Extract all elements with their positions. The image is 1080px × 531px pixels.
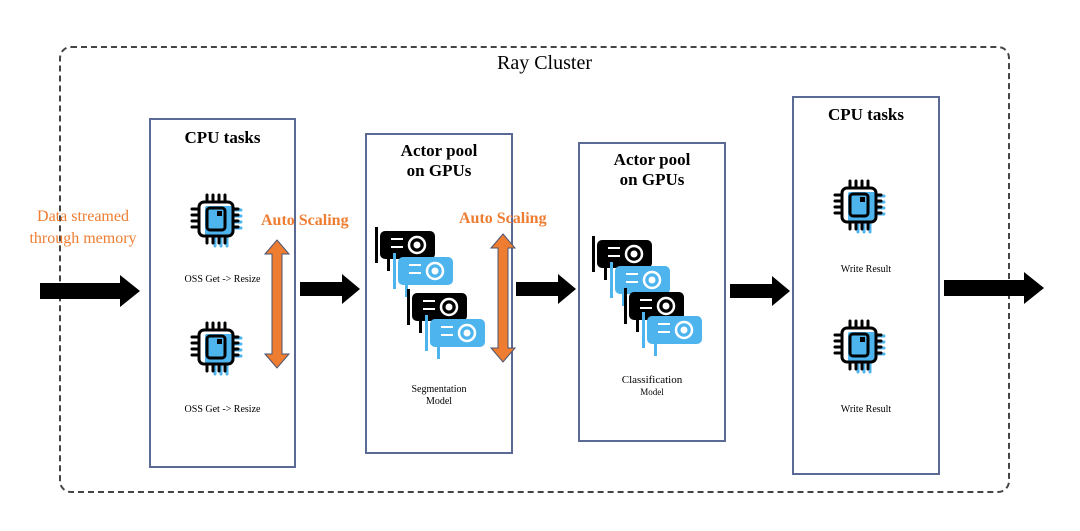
stage-title: Actor pool on GPUs bbox=[580, 150, 724, 190]
cpu-chip-icon bbox=[190, 193, 243, 248]
stage-title: CPU tasks bbox=[827, 105, 905, 124]
flow-arrow-1 bbox=[300, 274, 360, 304]
input-note-line1: Data streamed bbox=[37, 208, 129, 225]
stage-title-line2: on GPUs bbox=[406, 161, 472, 180]
input-note: Data streamed through memory bbox=[18, 206, 148, 250]
stage-gpu-segmentation: Actor pool on GPUs Segmentation Model bbox=[365, 133, 513, 454]
task-caption: Write Result bbox=[840, 404, 892, 415]
task-caption: OSS Get -> Resize bbox=[184, 274, 261, 285]
cluster-title: Ray Cluster bbox=[497, 52, 592, 74]
gpu-cards-icon bbox=[373, 225, 487, 361]
stage-cpu-write: CPU tasks Write Result Write Result bbox=[792, 96, 940, 475]
flow-arrow-2 bbox=[516, 274, 576, 304]
input-arrow bbox=[40, 275, 140, 307]
cpu-chip-icon bbox=[833, 319, 886, 374]
flow-arrow-3 bbox=[730, 276, 790, 306]
task-caption: Write Result bbox=[840, 264, 892, 275]
task-caption: OSS Get -> Resize bbox=[184, 404, 261, 415]
output-arrow bbox=[944, 272, 1044, 304]
model-caption-line1: Segmentation bbox=[411, 384, 467, 395]
stage-title-line2: on GPUs bbox=[619, 170, 685, 189]
gpu-cards-icon bbox=[590, 234, 704, 358]
stage-title-line1: Actor pool bbox=[613, 150, 691, 169]
ray-cluster-boundary bbox=[59, 46, 1010, 493]
autoscaling-arrow-icon bbox=[490, 233, 516, 363]
stage-title: CPU tasks bbox=[184, 128, 261, 147]
autoscaling-arrow-icon bbox=[264, 239, 290, 369]
model-caption: Segmentation Model bbox=[367, 384, 511, 408]
model-caption-line1: Classification bbox=[621, 374, 683, 386]
autoscaling-label: Auto Scaling bbox=[261, 212, 349, 229]
autoscaling-label: Auto Scaling bbox=[459, 210, 547, 227]
model-caption: Classification Model bbox=[580, 374, 724, 398]
model-caption-line2: Model bbox=[425, 396, 453, 407]
stage-title-line1: Actor pool bbox=[400, 141, 478, 160]
stage-title: Actor pool on GPUs bbox=[367, 141, 511, 181]
input-note-line2: through memory bbox=[29, 230, 137, 247]
cpu-chip-icon bbox=[190, 321, 243, 376]
cpu-chip-icon bbox=[833, 179, 886, 234]
stage-gpu-classification: Actor pool on GPUs Classification Model bbox=[578, 142, 726, 442]
model-caption-line2: Model bbox=[640, 387, 664, 397]
